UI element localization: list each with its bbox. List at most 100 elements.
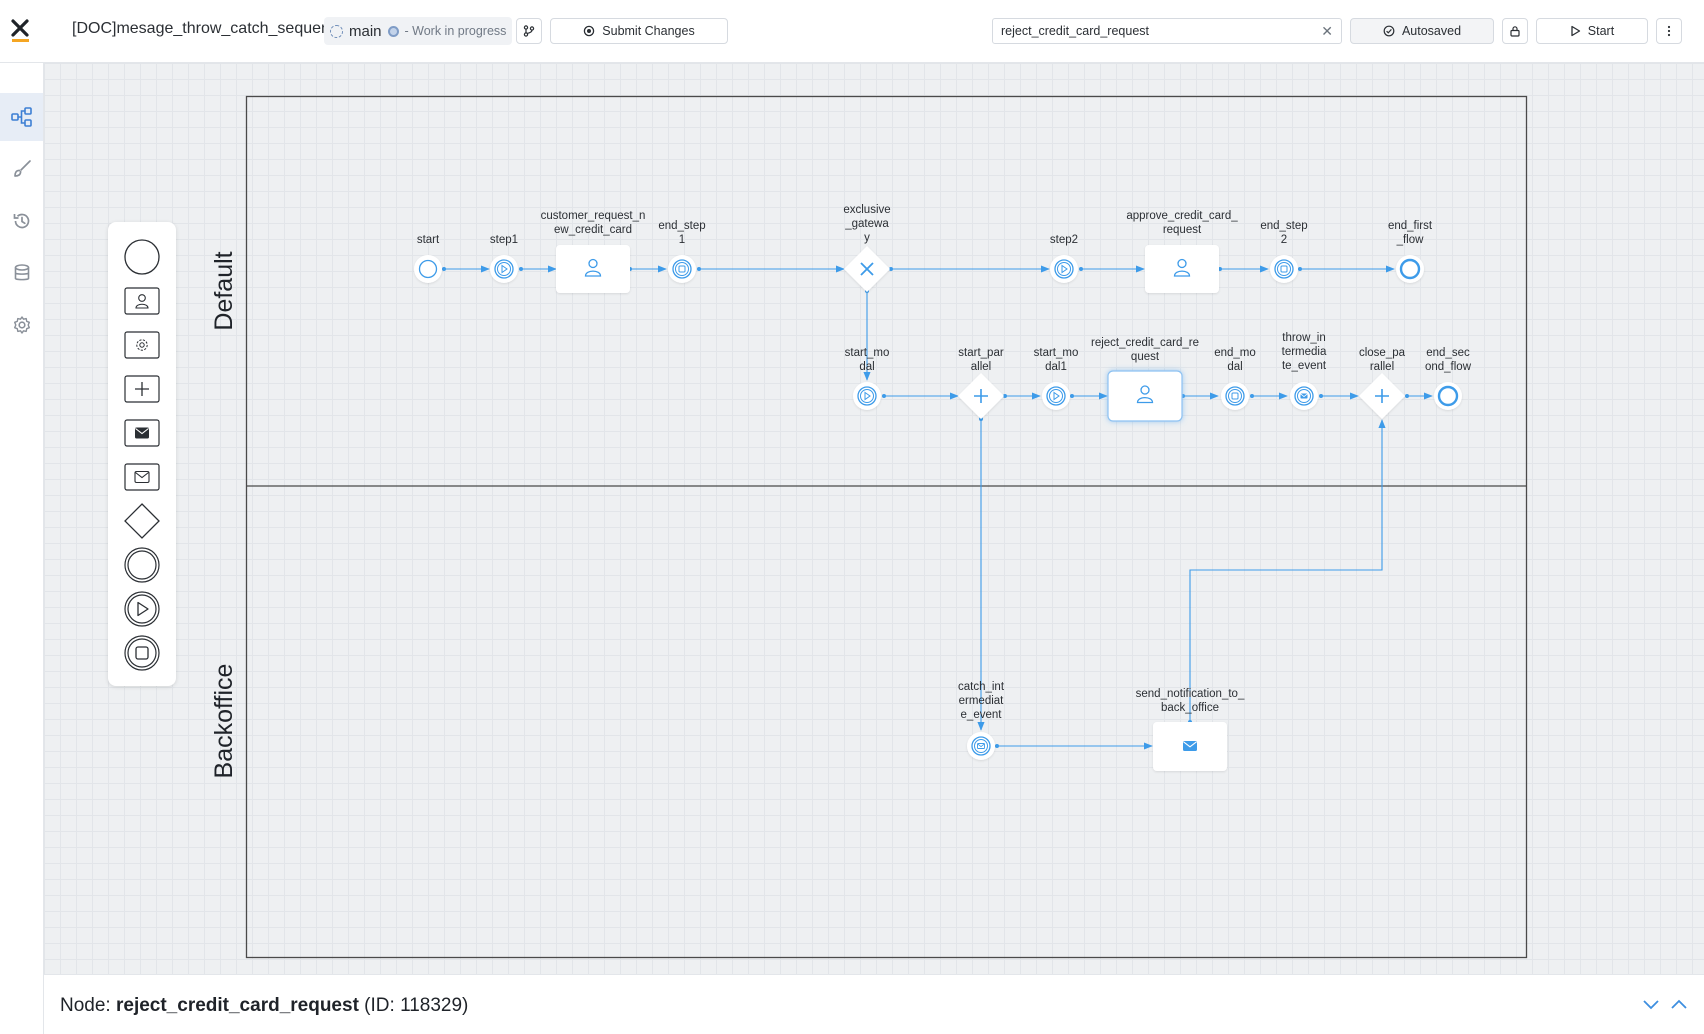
lock-icon <box>1510 26 1520 37</box>
node-end-step1[interactable] <box>668 255 696 283</box>
app-logo[interactable] <box>10 18 32 44</box>
start-button[interactable]: Start <box>1536 18 1648 44</box>
nav-data[interactable] <box>0 249 43 297</box>
node-search[interactable]: ✕ <box>992 18 1342 44</box>
nav-process-diagram[interactable] <box>0 93 43 141</box>
submit-changes-label: Submit Changes <box>602 24 695 38</box>
collapse-panel-button[interactable] <box>1640 993 1662 1015</box>
node-close-parallel-gateway[interactable] <box>1359 373 1405 419</box>
submit-changes-button[interactable]: Submit Changes <box>550 18 728 44</box>
node-palette <box>108 222 176 686</box>
node-start-modal[interactable] <box>853 382 881 410</box>
branch-options-button[interactable] <box>516 18 542 44</box>
node-approve-task[interactable] <box>1145 245 1219 293</box>
nav-settings[interactable] <box>0 301 43 349</box>
palette-parallel-subprocess[interactable] <box>123 370 161 408</box>
end-event-icon <box>124 547 160 583</box>
start-event-icon <box>124 239 160 275</box>
selected-node-info: Node: reject_credit_card_request (ID: 11… <box>60 995 468 1017</box>
left-navigation <box>0 63 44 1034</box>
kebab-menu-icon <box>1667 25 1671 37</box>
label-step2: step2 <box>1050 234 1078 246</box>
play-circle-icon <box>124 591 160 627</box>
expand-panel-button[interactable] <box>1668 993 1690 1015</box>
node-step2[interactable] <box>1050 255 1078 283</box>
node-end-first-flow[interactable] <box>1396 255 1424 283</box>
node-start-parallel-gateway[interactable] <box>958 373 1004 419</box>
node-start-modal1[interactable] <box>1042 382 1070 410</box>
process-diagram-icon <box>10 107 32 127</box>
node-customer-request-task[interactable] <box>556 245 630 293</box>
autosaved-label: Autosaved <box>1401 24 1462 38</box>
node-reject-task-selected[interactable] <box>1107 370 1183 422</box>
label-send-notification: send_notification_to_back_office <box>1136 688 1245 714</box>
send-message-icon <box>124 419 160 447</box>
more-options-button[interactable] <box>1656 18 1682 44</box>
database-icon <box>14 264 29 281</box>
branch-name: main <box>349 22 382 40</box>
start-label: Start <box>1587 24 1615 38</box>
flow-origin-dots <box>442 267 1409 748</box>
pool <box>245 95 1528 959</box>
git-branch-icon <box>523 25 535 37</box>
label-approve: approve_credit_card_request <box>1126 210 1238 236</box>
node-end-second-flow[interactable] <box>1434 382 1462 410</box>
nav-theme[interactable] <box>0 145 43 193</box>
node-start[interactable] <box>414 255 442 283</box>
flow-send-closeparallel <box>1189 419 1386 722</box>
autosaved-button[interactable]: Autosaved <box>1350 18 1494 44</box>
lock-button[interactable] <box>1502 18 1528 44</box>
palette-receive-message-task[interactable] <box>123 458 161 496</box>
node-prefix: Node: <box>60 995 116 1016</box>
palette-start-subprocess[interactable] <box>123 590 161 628</box>
node-exclusive-gateway[interactable] <box>844 246 890 292</box>
node-throw-intermediate-event[interactable] <box>1290 382 1318 410</box>
node-send-notification-task[interactable] <box>1153 722 1227 771</box>
chevron-down-icon <box>1643 999 1659 1009</box>
node-step1[interactable] <box>490 255 518 283</box>
branch-selector[interactable]: main - Work in progress <box>324 17 513 45</box>
selected-node-id: (ID: 118329) <box>358 995 469 1016</box>
palette-user-task[interactable] <box>123 282 161 320</box>
submit-icon <box>584 25 595 37</box>
palette-end-event[interactable] <box>123 546 161 584</box>
bpmn-diagram: Default Backoffice <box>210 95 1528 959</box>
user-task-icon <box>124 287 160 315</box>
node-catch-intermediate-event[interactable] <box>967 732 995 760</box>
palette-send-message-task[interactable] <box>123 414 161 452</box>
palette-start-event[interactable] <box>123 238 161 276</box>
label-step1: step1 <box>490 234 518 246</box>
settings-icon <box>13 316 30 334</box>
search-input[interactable] <box>993 19 1293 43</box>
palette-exclusive-gateway[interactable] <box>123 502 161 540</box>
diagram-canvas[interactable]: Default Backoffice <box>44 63 1704 974</box>
lane-label-default: Default <box>210 251 238 330</box>
top-bar: [DOC]mesage_throw_catch_sequence main - … <box>0 0 1704 63</box>
node-end-modal[interactable] <box>1221 382 1249 410</box>
plus-box-icon <box>124 375 160 403</box>
brush-icon <box>13 160 31 177</box>
palette-service-task[interactable] <box>123 326 161 364</box>
chevron-up-icon <box>1671 999 1687 1009</box>
clear-search-icon[interactable]: ✕ <box>1321 23 1333 39</box>
label-start: start <box>417 234 440 246</box>
stop-circle-icon <box>124 635 160 671</box>
play-icon <box>1571 25 1580 37</box>
history-icon <box>13 213 29 229</box>
palette-end-subprocess[interactable] <box>123 634 161 672</box>
nav-history[interactable] <box>0 197 43 245</box>
sequence-flows <box>444 265 1433 750</box>
check-circle-icon <box>1383 25 1395 37</box>
node-end-step2[interactable] <box>1270 255 1298 283</box>
